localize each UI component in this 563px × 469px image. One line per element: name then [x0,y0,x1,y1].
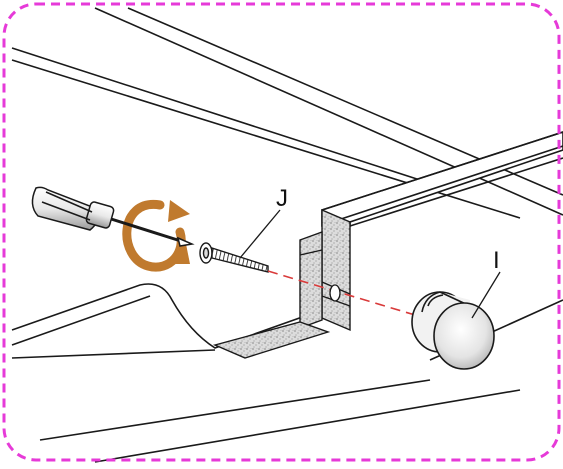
mounting-hole [329,284,341,302]
screw-label: J [276,185,288,212]
screw-icon [199,242,269,273]
label-leaders [239,209,501,319]
round-end-cap-icon [411,291,495,370]
sealant-strip [212,208,351,359]
diagram-frame-border [2,2,561,462]
cap-label: I [493,247,500,274]
alignment-line [267,270,426,319]
clockwise-rotation-arrow-icon [122,200,190,272]
screwdriver-icon [31,186,195,247]
